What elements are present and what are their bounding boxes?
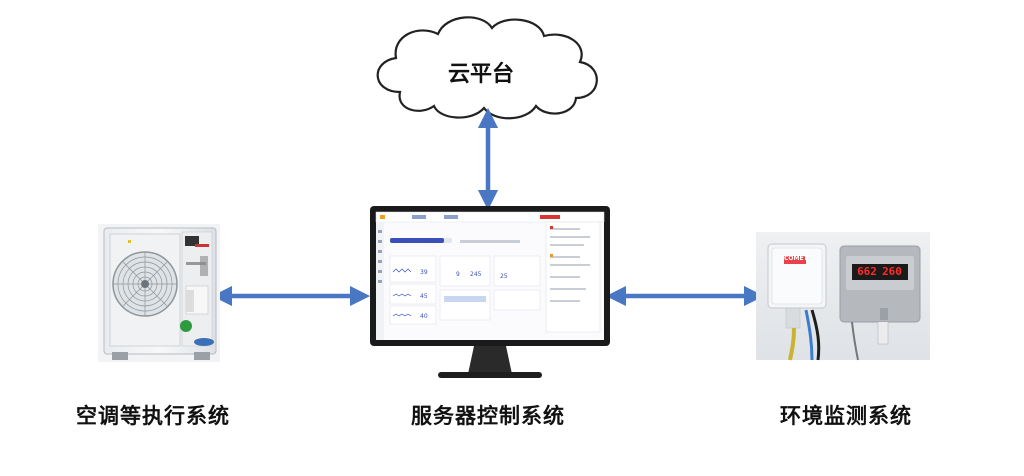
- sensor-display-right: 260: [882, 265, 902, 278]
- server-system-label: 服务器控制系统: [411, 404, 565, 428]
- ac-system-label: 空调等执行系统: [76, 404, 230, 428]
- svg-text:245: 245: [470, 271, 482, 278]
- sensor-display-left: 662: [857, 265, 877, 278]
- svg-text:9: 9: [456, 271, 460, 278]
- ac-outdoor-unit-icon: [98, 224, 220, 362]
- svg-text:40: 40: [420, 313, 428, 320]
- env-system-label: 环境监测系统: [780, 404, 912, 428]
- cloud-icon: [376, 16, 598, 120]
- cloud-label: 云平台: [447, 62, 514, 87]
- svg-text:45: 45: [420, 293, 428, 300]
- svg-text:39: 39: [420, 269, 428, 276]
- sensor-brand: COMET: [784, 255, 808, 262]
- monitor-dashboard-icon: 39 45 40 9 245 25: [370, 206, 610, 378]
- svg-text:25: 25: [500, 273, 508, 280]
- sensor-devices-icon: [756, 232, 930, 361]
